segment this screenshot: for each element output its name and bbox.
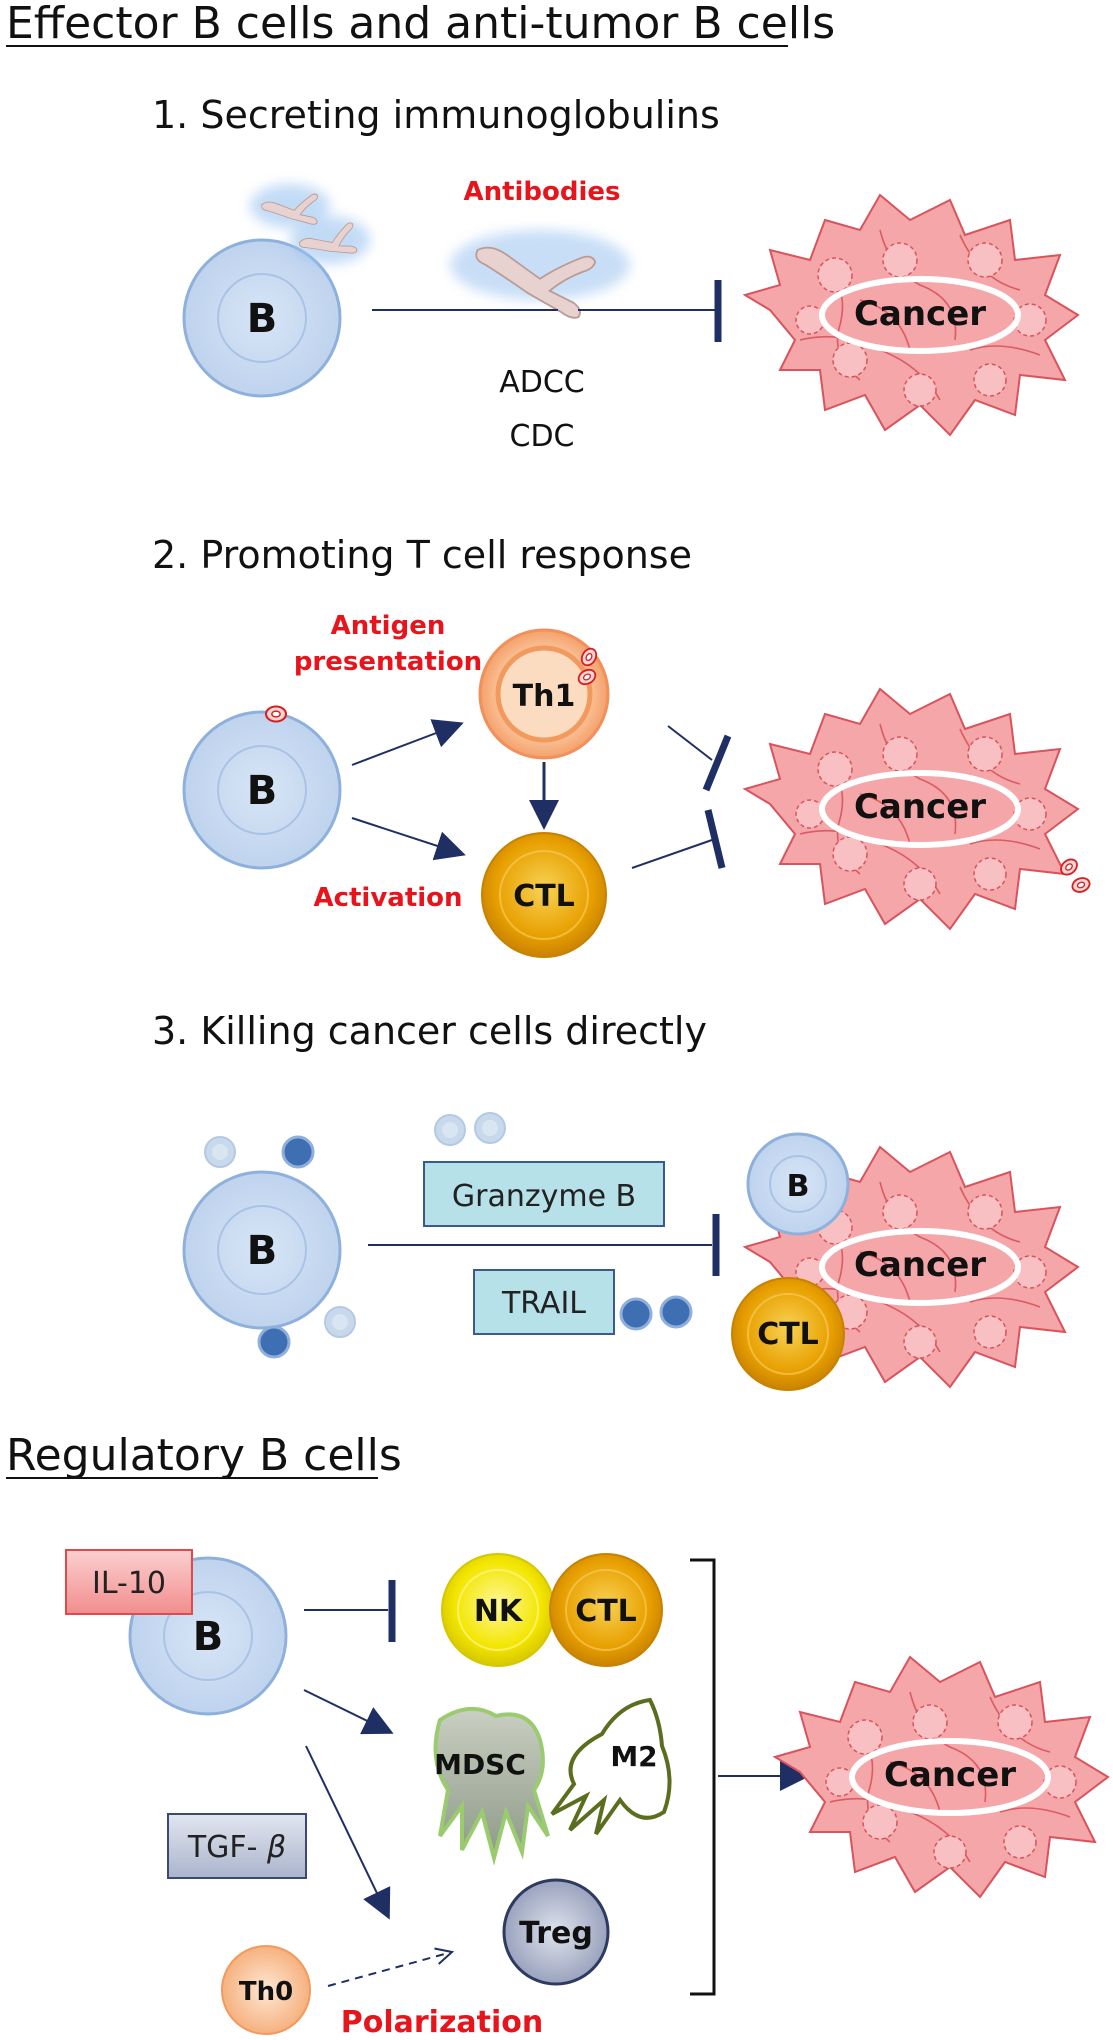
nk-label: NK (474, 1594, 524, 1629)
b-cell-2: B (182, 710, 342, 870)
b-cell-1: B (182, 238, 342, 398)
section-3-title: 3. Killing cancer cells directly (152, 1009, 707, 1053)
m2-label: M2 (610, 1740, 657, 1773)
bracket (690, 1558, 716, 1996)
arrow-b-to-treg (305, 1745, 391, 1920)
polarization-label: Polarization (341, 2005, 544, 2040)
cancer-label-2: Cancer (854, 787, 986, 827)
ctl-cell-1: CTL (481, 832, 607, 958)
tgfb-box: TGF- β (167, 1813, 307, 1879)
tgfb-beta: β (266, 1830, 286, 1865)
m2-cell: M2 (550, 1697, 672, 1836)
bound-antibodies (250, 184, 370, 273)
il10-box: IL-10 (65, 1549, 193, 1615)
th1-cell: Th1 (478, 628, 610, 760)
section-1-title: 1. Secreting immunoglobulins (152, 93, 720, 137)
tgfb-label: TGF- β (187, 1830, 286, 1865)
cancer-label-4: Cancer (884, 1755, 1016, 1795)
presentation-label: presentation (294, 647, 482, 677)
cancer-label-3: Cancer (854, 1245, 986, 1285)
cancer-cluster-2: Cancer (745, 689, 1078, 929)
nk-cell: NK (441, 1553, 555, 1667)
polarization-arrow (327, 1952, 452, 1987)
arrow-b-to-mdsc (303, 1689, 394, 1735)
section-2-title: 2. Promoting T cell response (152, 533, 692, 577)
b-cell-attached: B (746, 1132, 850, 1236)
th1-label: Th1 (513, 679, 576, 714)
effector-heading: Effector B cells and anti-tumor B cells (6, 0, 835, 49)
cancer-cluster-4: Cancer (775, 1657, 1108, 1897)
cancer-label-1: Cancer (854, 294, 986, 334)
adcc-label: ADCC (499, 365, 585, 400)
activation-label: Activation (313, 883, 462, 913)
tgfb-prefix: TGF- (187, 1830, 267, 1865)
inhibition-bar-ctl (704, 809, 726, 869)
th0-cell: Th0 (221, 1945, 311, 2035)
il10-label: IL-10 (92, 1566, 166, 1601)
regulatory-heading: Regulatory B cells (6, 1430, 402, 1481)
free-antibody (450, 230, 630, 319)
b-cell-attached-label: B (787, 1169, 810, 1204)
mdsc-label: MDSC (434, 1748, 526, 1781)
ctl-label-3: CTL (575, 1594, 637, 1629)
th0-label: Th0 (239, 1977, 293, 2007)
b-cell-1-label: B (247, 296, 278, 342)
mhc-marker-b2 (264, 705, 288, 723)
inhibition-bar-th1 (702, 734, 732, 792)
antigen-label: Antigen (331, 611, 446, 641)
treg-label: Treg (519, 1916, 593, 1951)
ctl-cell-3: CTL (549, 1553, 663, 1667)
mhc-marker-cancer-b (1069, 874, 1093, 896)
mdsc-cell: MDSC (433, 1707, 550, 1866)
granzyme-label: Granzyme B (452, 1179, 636, 1214)
inhibition-line-ctl (631, 839, 713, 869)
cancer-cluster-3: Cancer (745, 1147, 1078, 1387)
ctl-label-1: CTL (513, 879, 575, 914)
granule-dots (204, 1112, 693, 1359)
cdc-label: CDC (510, 419, 575, 454)
arrow-b-to-th1 (351, 719, 464, 766)
arrow-b-to-ctl (351, 817, 466, 861)
ctl-cell-2: CTL (731, 1277, 845, 1391)
ctl-label-2: CTL (757, 1317, 819, 1352)
b-cell-4-label: B (193, 1614, 224, 1660)
trail-label: TRAIL (501, 1286, 586, 1321)
trail-box: TRAIL (473, 1269, 615, 1335)
inhibition-line-th1 (667, 725, 713, 761)
antibodies-label: Antibodies (463, 177, 620, 207)
b-cell-3: B (182, 1170, 342, 1330)
cancer-cluster-1: Cancer (745, 195, 1078, 435)
b-cell-3-label: B (247, 1228, 278, 1274)
treg-cell: Treg (502, 1878, 610, 1986)
b-cell-2-label: B (247, 768, 278, 814)
granzyme-box: Granzyme B (423, 1161, 665, 1227)
